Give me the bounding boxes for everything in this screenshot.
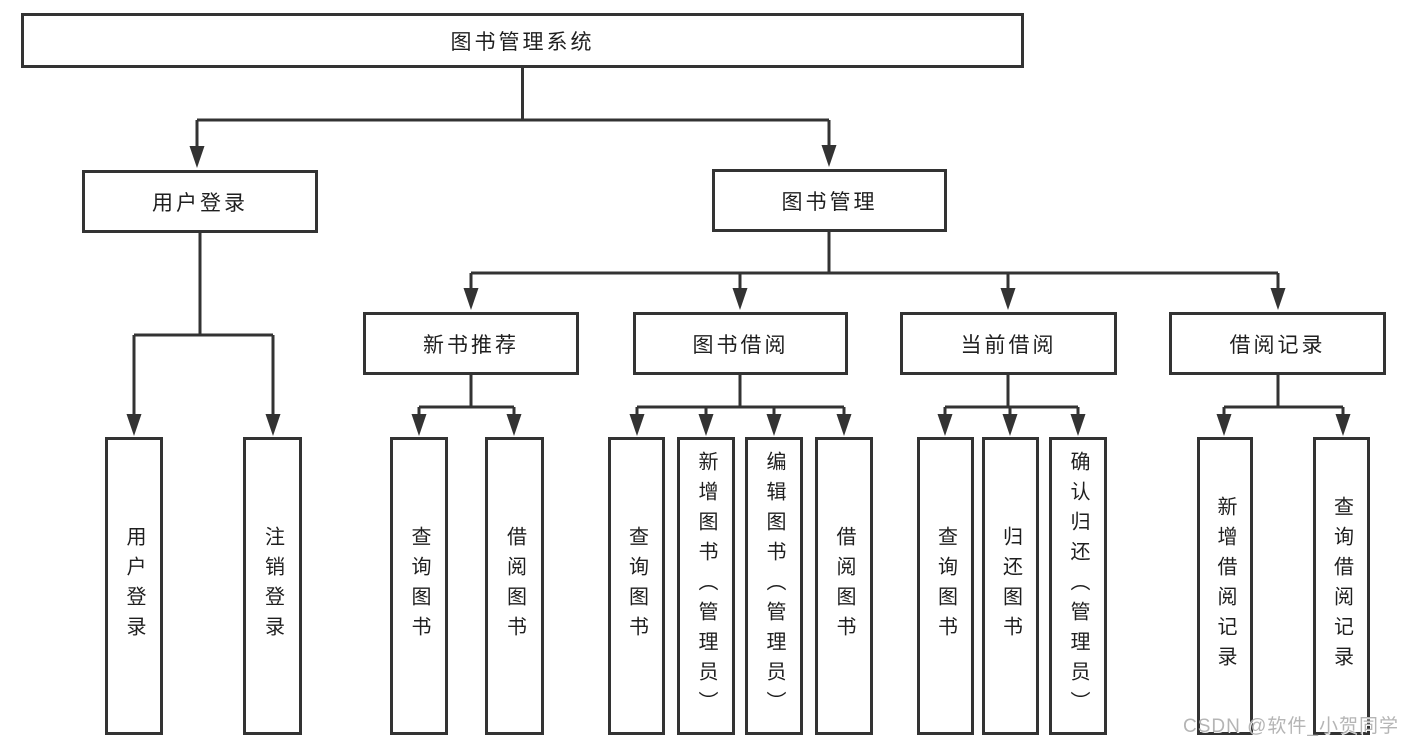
node-book-borrow-label: 图书借阅 — [692, 333, 789, 357]
node-current-borrow-label: 当前借阅 — [960, 333, 1057, 357]
branch-root — [189, 68, 837, 168]
leaf-borrow-books-borrow: 借阅图书 — [815, 437, 873, 735]
leaf-borrow-books-recommend: 借阅图书 — [485, 437, 544, 735]
leaf-query-books-recommend-label: 查询图书 — [408, 526, 430, 646]
leaf-return-book-label: 归还图书 — [999, 526, 1022, 646]
node-borrow-records: 借阅记录 — [1169, 312, 1386, 375]
leaf-query-borrow-record: 查询借阅记录 — [1313, 437, 1370, 735]
leaf-confirm-return-admin: 确认归还（管理员） — [1049, 437, 1107, 735]
node-root: 图书管理系统 — [21, 13, 1024, 68]
node-book-management: 图书管理 — [712, 169, 947, 232]
leaf-logout: 注销登录 — [243, 437, 302, 735]
leaf-borrow-books-recommend-label: 借阅图书 — [503, 526, 526, 646]
csdn-watermark: CSDN @软件_小贺同学 — [1183, 716, 1399, 737]
leaf-query-books-borrow-label: 查询图书 — [625, 526, 648, 646]
leaf-return-book: 归还图书 — [982, 437, 1039, 735]
leaf-edit-book-admin-label: 编辑图书（管理员） — [763, 451, 785, 721]
leaf-add-book-admin: 新增图书（管理员） — [677, 437, 735, 735]
branch-user-login — [126, 233, 281, 436]
leaf-user-login-label: 用户登录 — [123, 526, 145, 646]
node-book-borrow: 图书借阅 — [633, 312, 848, 375]
node-borrow-records-label: 借阅记录 — [1229, 333, 1326, 357]
branch-borrow-records — [1216, 375, 1351, 436]
leaf-query-borrow-record-label: 查询借阅记录 — [1330, 496, 1353, 676]
node-root-label: 图书管理系统 — [450, 30, 595, 54]
leaf-query-books-borrow: 查询图书 — [608, 437, 665, 735]
leaf-logout-label: 注销登录 — [261, 526, 284, 646]
leaf-add-borrow-record-label: 新增借阅记录 — [1214, 496, 1236, 676]
node-user-login-label: 用户登录 — [152, 191, 248, 215]
branch-current-borrow — [937, 375, 1086, 436]
node-current-borrow: 当前借阅 — [900, 312, 1117, 375]
leaf-add-borrow-record: 新增借阅记录 — [1197, 437, 1253, 735]
node-new-book-recommend-label: 新书推荐 — [423, 333, 519, 357]
node-book-management-label: 图书管理 — [781, 190, 878, 214]
branch-book-borrow — [629, 375, 852, 436]
leaf-query-books-current: 查询图书 — [917, 437, 974, 735]
leaf-user-login: 用户登录 — [105, 437, 163, 735]
leaf-edit-book-admin: 编辑图书（管理员） — [745, 437, 803, 735]
branch-new-book-recommend — [411, 375, 522, 436]
node-new-book-recommend: 新书推荐 — [363, 312, 579, 375]
branch-book-management — [463, 232, 1286, 310]
node-user-login: 用户登录 — [82, 170, 318, 233]
leaf-add-book-admin-label: 新增图书（管理员） — [695, 451, 717, 721]
leaf-query-books-current-label: 查询图书 — [934, 526, 957, 646]
leaf-confirm-return-admin-label: 确认归还（管理员） — [1067, 451, 1089, 721]
leaf-borrow-books-borrow-label: 借阅图书 — [833, 526, 855, 646]
leaf-query-books-recommend: 查询图书 — [390, 437, 448, 735]
